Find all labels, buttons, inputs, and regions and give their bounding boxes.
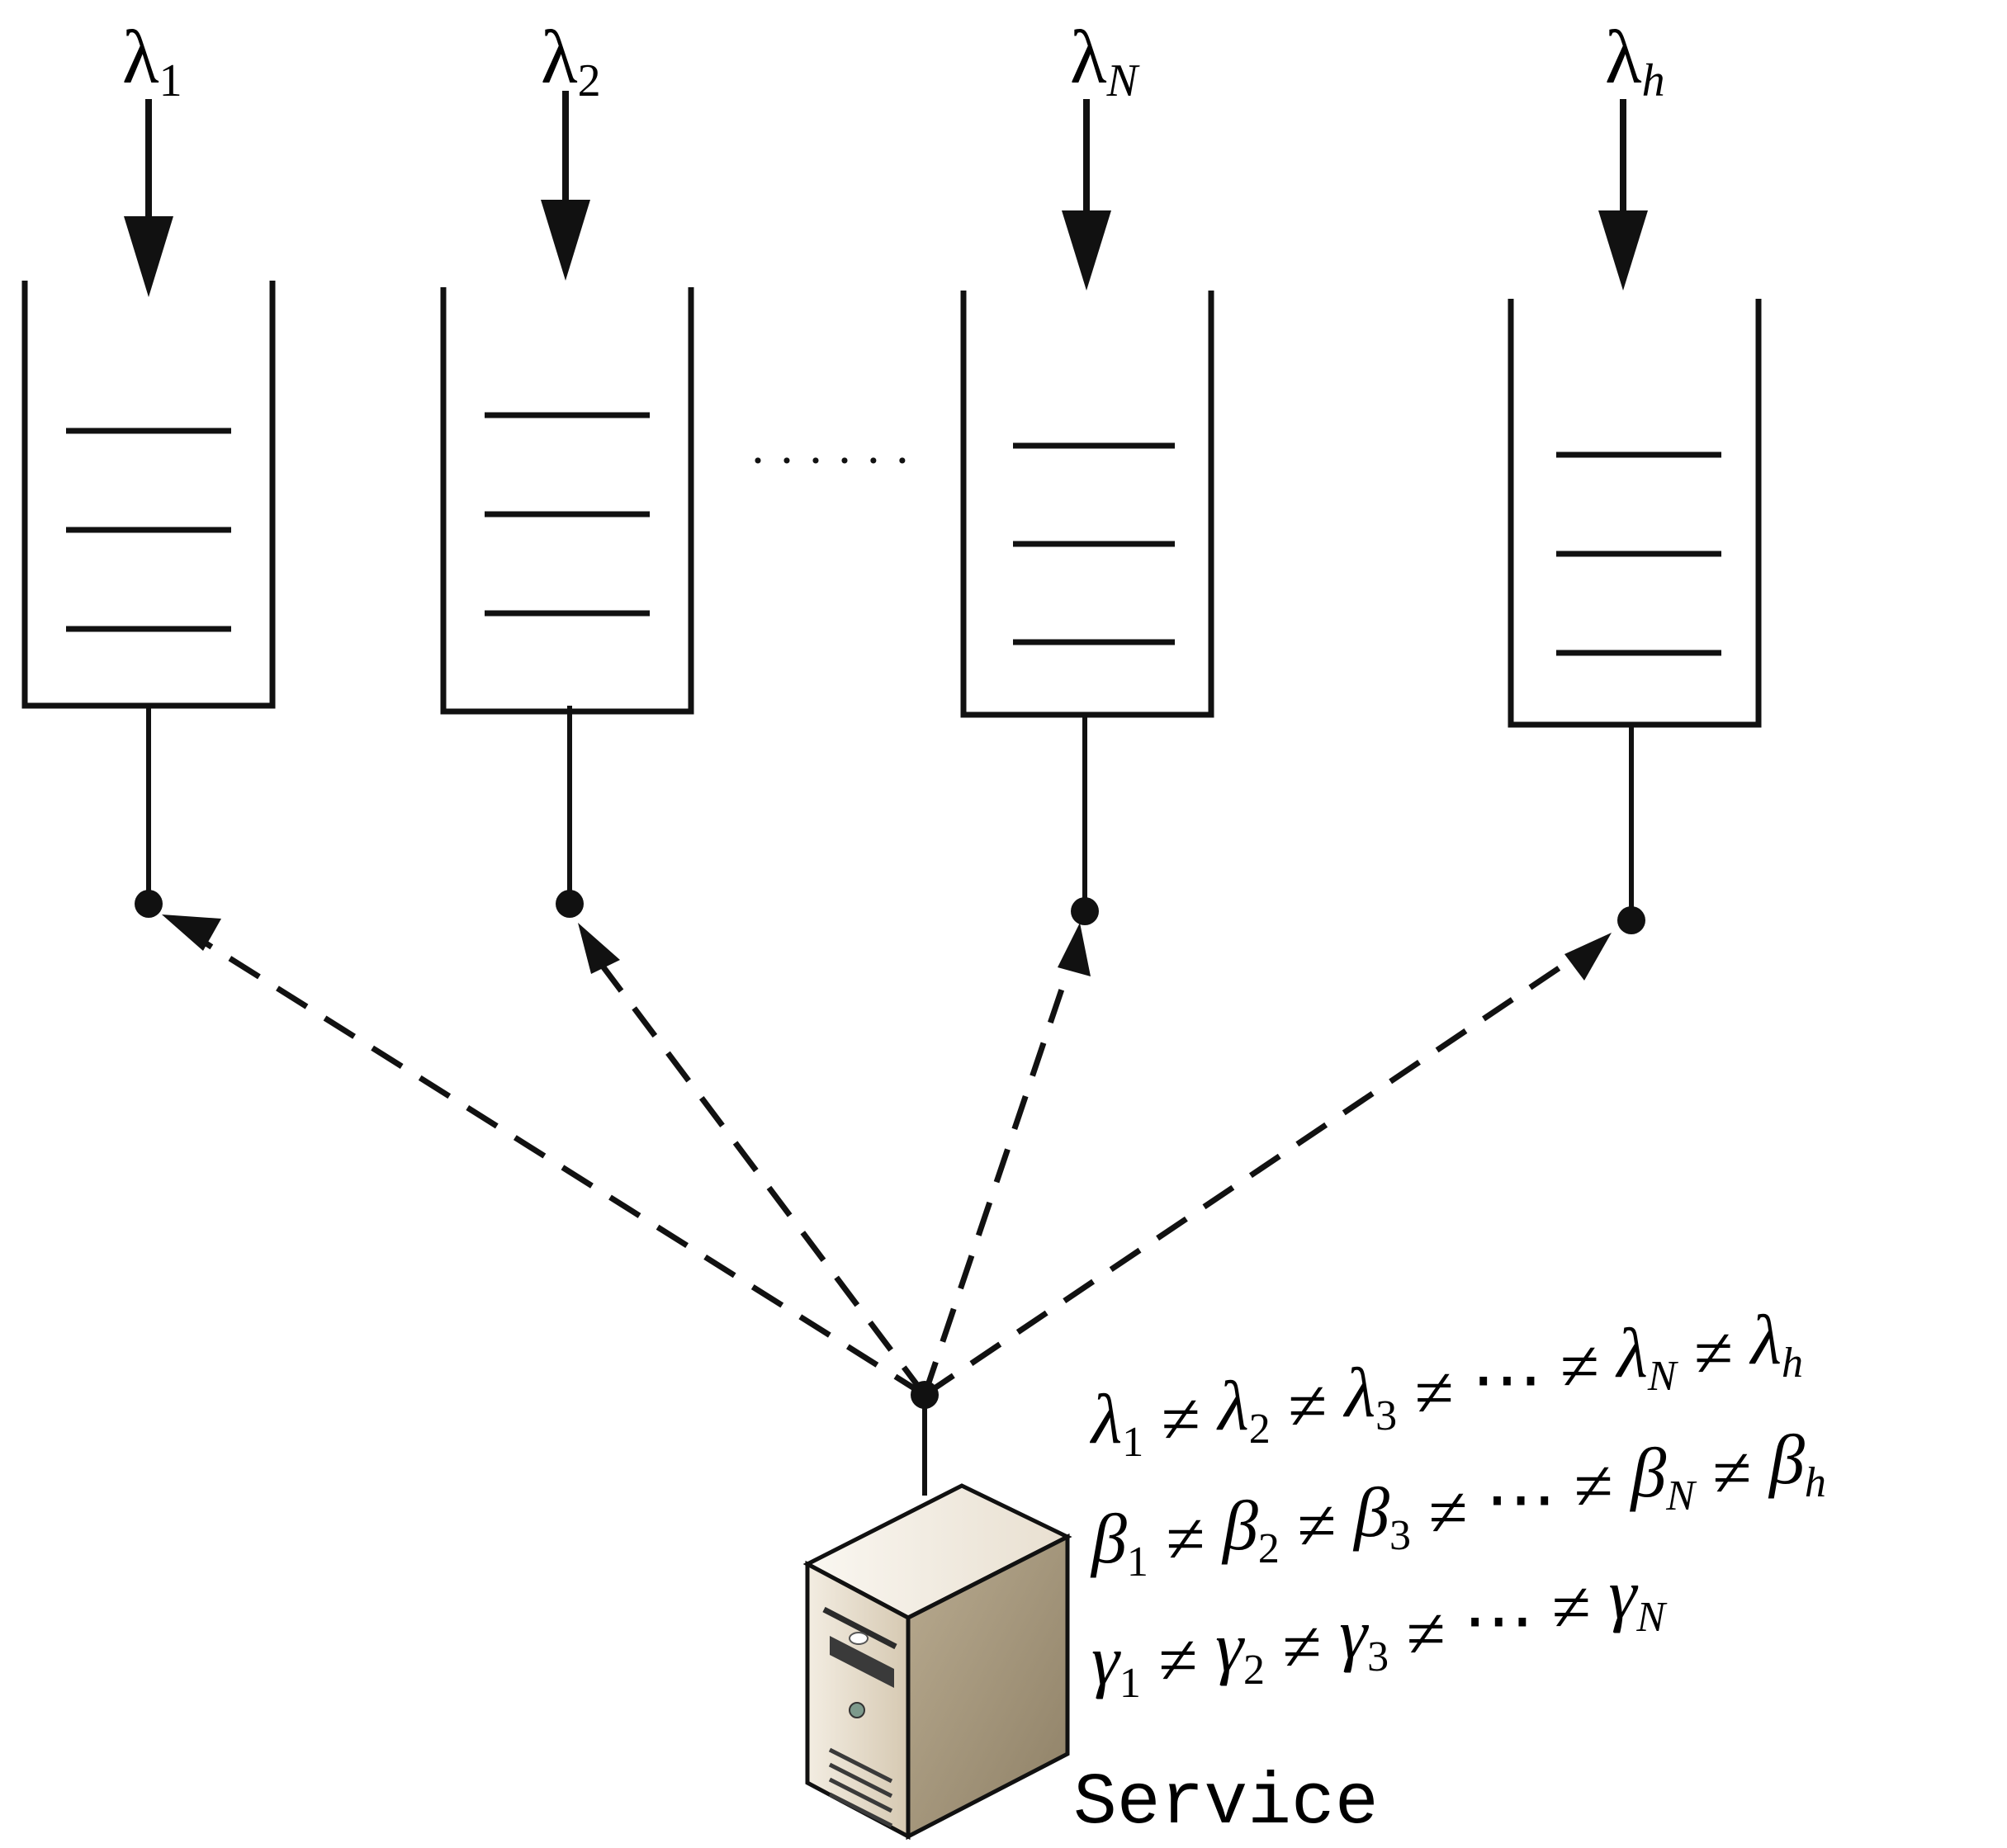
arrival-rate-labels: λ1 λ2 λN λh — [122, 15, 1665, 106]
server-label: Service — [1073, 1763, 1379, 1845]
equation-row-2: β1 ≠ β2 ≠ β3 ≠ ⋯ ≠ βN ≠ βh — [1090, 1420, 1826, 1586]
queue-buffer-h — [1508, 299, 1762, 728]
arrival-arrowhead-2 — [541, 200, 590, 281]
arrival-arrowhead-1 — [124, 216, 173, 297]
server-drive-bay — [822, 1606, 897, 1650]
server-power-led — [849, 1702, 865, 1718]
queues-group: · · · · · · — [21, 91, 1762, 934]
queue-h — [1508, 99, 1762, 934]
server-drive-slot — [830, 1636, 894, 1688]
switch-node-2 — [556, 890, 584, 918]
arrival-arrowhead-h — [1598, 210, 1648, 291]
arrival-rate-label-1: λ1 — [122, 15, 182, 106]
switch-node-N — [1071, 897, 1099, 925]
polling-arrowhead-2 — [578, 923, 620, 974]
queue-1 — [21, 99, 276, 918]
arrival-rate-label-3: λN — [1070, 15, 1140, 106]
polling-arrowhead-1 — [162, 915, 221, 951]
polling-links — [196, 936, 1583, 1397]
polling-link-h — [923, 951, 1583, 1397]
queue-buffer-N — [960, 291, 1214, 718]
switch-node-1 — [135, 890, 163, 918]
equation-row-1: λ1 ≠ λ2 ≠ λ3 ≠ ⋯ ≠ λN ≠ λh — [1089, 1300, 1803, 1466]
queue-2 — [440, 91, 694, 918]
switch-node-h — [1617, 906, 1645, 934]
server-drive-button — [849, 1632, 869, 1645]
polling-arrowheads — [162, 915, 1612, 981]
polling-link-1 — [196, 936, 926, 1397]
arrival-rate-label-4: λh — [1605, 15, 1665, 106]
arrival-rate-label-2: λ2 — [541, 15, 601, 106]
queue-buffer-2 — [440, 287, 694, 715]
queue-ellipsis: · · · · · · — [750, 433, 911, 488]
polling-arrowhead-h — [1564, 933, 1612, 981]
arrival-arrowhead-N — [1062, 210, 1111, 291]
server-side — [906, 1533, 1070, 1841]
polling-link-2 — [594, 955, 927, 1397]
equation-row-3: γ1 ≠ γ2 ≠ γ3 ≠ ⋯ ≠ γN — [1091, 1554, 1668, 1707]
polling-link-N — [921, 958, 1075, 1397]
server-vent-lines — [828, 1747, 893, 1828]
queue-buffer-1 — [21, 281, 276, 709]
server-icon — [802, 1483, 1072, 1841]
queue-N — [960, 99, 1214, 925]
polling-arrowhead-N — [1058, 923, 1091, 976]
